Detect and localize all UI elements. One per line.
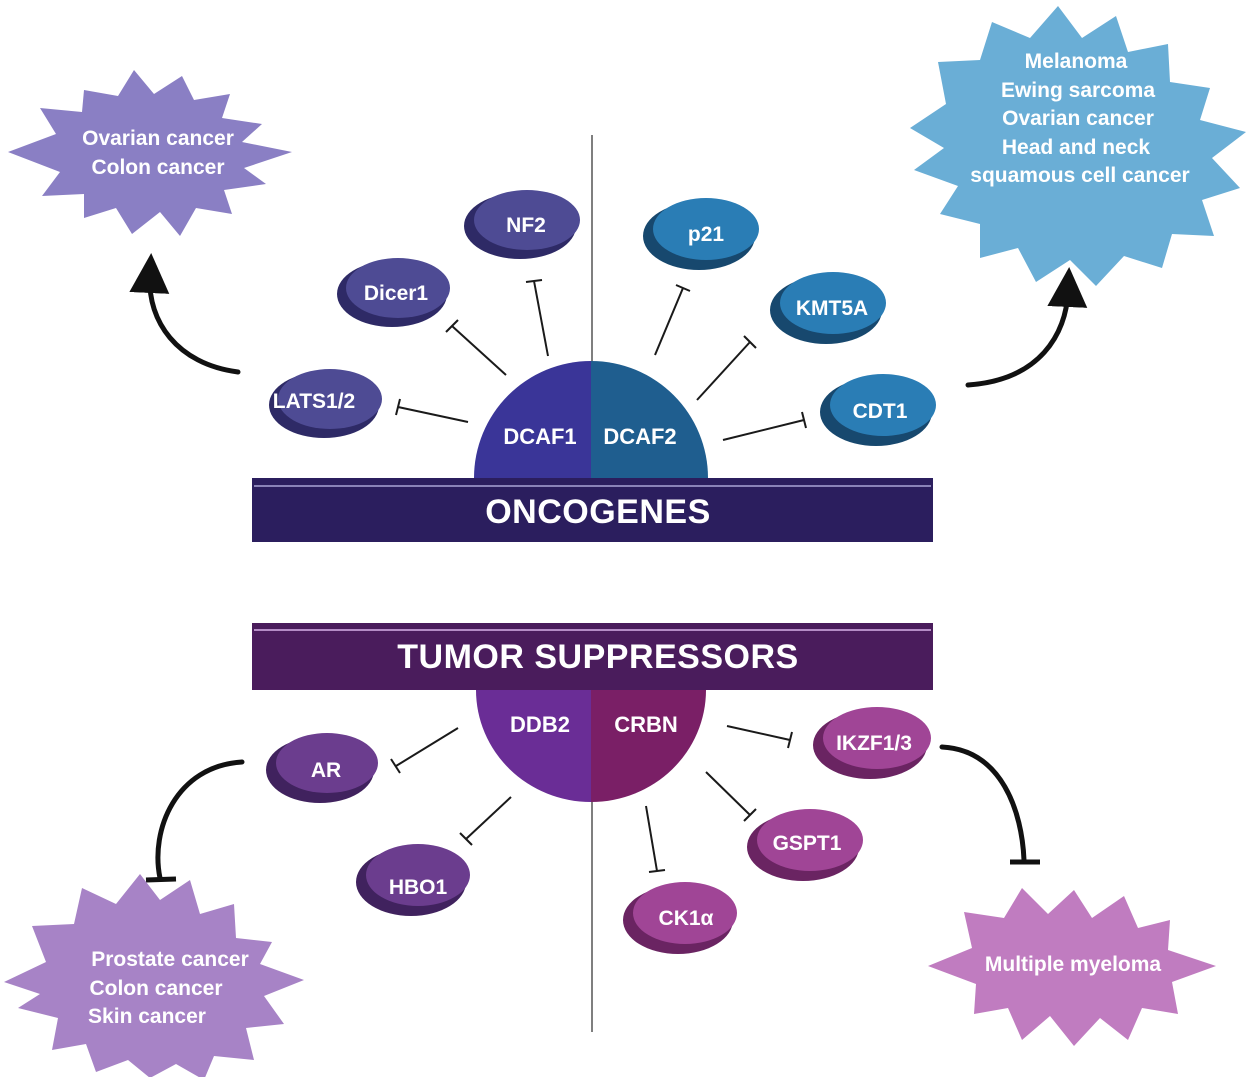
onco-right-cancer-3: Ovarian cancer [1002,107,1154,130]
ddb2-label: DDB2 [510,712,570,737]
star-onco-right-shape [910,6,1246,286]
node-ar: AR [266,733,378,803]
inhibit-to-tumor-right-cancers [939,744,1040,865]
onco-left-cancer-1: Ovarian cancer [82,127,234,150]
crbn-half [591,690,706,802]
inhibit-to-tumor-left-cancers [145,759,245,883]
onco-right-cancer-1: Melanoma [1025,50,1128,73]
edge-gspt1 [705,771,757,822]
oncogenes-section: DCAF1 DCAF2 ONCOGENES [8,6,1246,542]
node-cdt1: CDT1 [820,374,936,446]
p21-label: p21 [688,223,725,246]
dcaf2-label: DCAF2 [603,424,676,449]
node-nf2: NF2 [464,190,580,259]
edge-ar [390,727,459,774]
node-ikzf: IKZF1/3 [813,707,931,779]
star-tumor-right-shape [928,888,1216,1046]
node-dicer: Dicer1 [337,258,450,327]
node-kmt5a: KMT5A [770,272,886,344]
oncogenes-bar [252,478,933,542]
arrow-to-onco-right-cancers [965,267,1088,388]
lats-label: LATS1/2 [273,390,355,413]
gspt1-label: GSPT1 [773,832,842,855]
onco-right-cancers-star: Melanoma Ewing sarcoma Ovarian cancer He… [910,6,1246,286]
node-p21: p21 [643,198,759,270]
dicer-label: Dicer1 [364,282,429,305]
edge-hbo1 [459,796,512,846]
star-onco-left-shape [8,70,292,236]
node-lats: LATS1/2 [269,369,382,438]
ikzf-label: IKZF1/3 [836,732,912,755]
onco-right-cancer-2: Ewing sarcoma [1001,79,1155,102]
tumor-suppressors-title: TUMOR SUPPRESSORS [397,638,798,676]
tumor-left-cancers-star: Prostate cancer Colon cancer Skin cancer [4,874,304,1077]
tumor-right-cancers-star: Multiple myeloma [928,888,1216,1046]
hbo1-label: HBO1 [389,876,448,899]
tumor-left-cancer-3: Skin cancer [88,1005,206,1028]
arrow-to-onco-left-cancers [129,253,241,375]
dcaf1-half [474,361,591,478]
ddb2-half [476,690,591,802]
node-ck1a: CK1α [623,882,737,954]
onco-left-cancers-star: Ovarian cancer Colon cancer [8,70,292,236]
edge-ck1a [645,805,666,873]
ar-label: AR [311,759,341,782]
crbn-label: CRBN [614,712,678,737]
node-gspt1: GSPT1 [747,809,863,881]
tumor-suppressors-section: TUMOR SUPPRESSORS DDB2 CRBN [4,623,1216,1077]
oncogenes-title: ONCOGENES [485,493,711,531]
star-tumor-left-shape [4,874,304,1077]
tumor-left-cancer-2: Colon cancer [89,977,222,1000]
tumor-right-cancer-1: Multiple myeloma [985,953,1162,976]
tumor-suppressors-bar [252,623,933,690]
node-hbo1: HBO1 [356,844,470,916]
tumor-left-cancer-1: Prostate cancer [91,948,249,971]
kmt5a-label: KMT5A [796,297,868,320]
ck1a-label: CK1α [659,907,714,930]
nf2-label: NF2 [506,214,546,237]
edge-nf2 [525,279,549,357]
edge-dicer [445,319,507,376]
dcaf2-half [591,361,708,478]
edge-ikzf [726,725,793,749]
edge-p21 [654,284,691,356]
dcaf1-label: DCAF1 [503,424,576,449]
onco-right-cancer-5: squamous cell cancer [970,164,1189,187]
cdt1-label: CDT1 [853,400,908,423]
edge-cdt1 [722,411,807,441]
edge-lats [395,398,469,423]
onco-left-cancer-2: Colon cancer [91,156,224,179]
edge-kmt5a [696,335,757,401]
onco-right-cancer-4: Head and neck [1002,136,1151,159]
